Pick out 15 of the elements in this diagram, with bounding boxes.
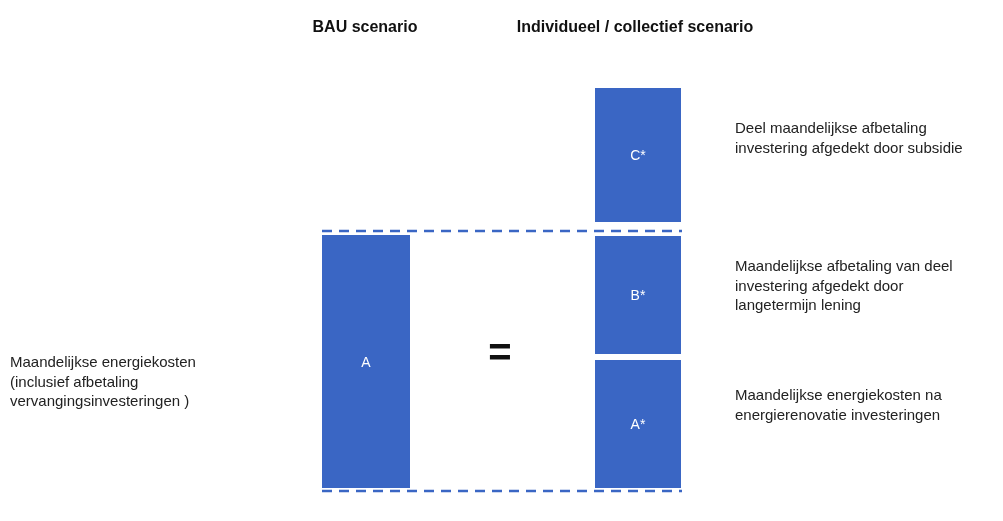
equals-sign: = — [487, 330, 513, 375]
description-text: Maandelijkse energiekosten na energierenovatie investeringen — [735, 385, 943, 424]
bar-label: C* — [630, 147, 646, 163]
column-heading: Individueel / collectief scenario — [515, 18, 755, 36]
bar-label: B* — [630, 287, 646, 303]
bar-segment — [595, 88, 681, 222]
description-text: Maandelijkse afbetaling van deel investering afgedekt door langetermijn lening — [735, 256, 954, 315]
bar-segment — [595, 360, 681, 488]
column-heading: BAU scenario — [311, 18, 419, 36]
bar-segment — [322, 235, 410, 488]
bar-label: A* — [630, 416, 646, 432]
bar-label: A — [361, 353, 371, 370]
description-text: Deel maandelijkse afbetaling investering afgedekt door subsidie — [735, 118, 964, 157]
description-text: Maandelijkse energiekosten (inclusief afbetaling vervangingsinvesteringen ) — [10, 352, 197, 411]
bar-segment — [595, 236, 681, 354]
